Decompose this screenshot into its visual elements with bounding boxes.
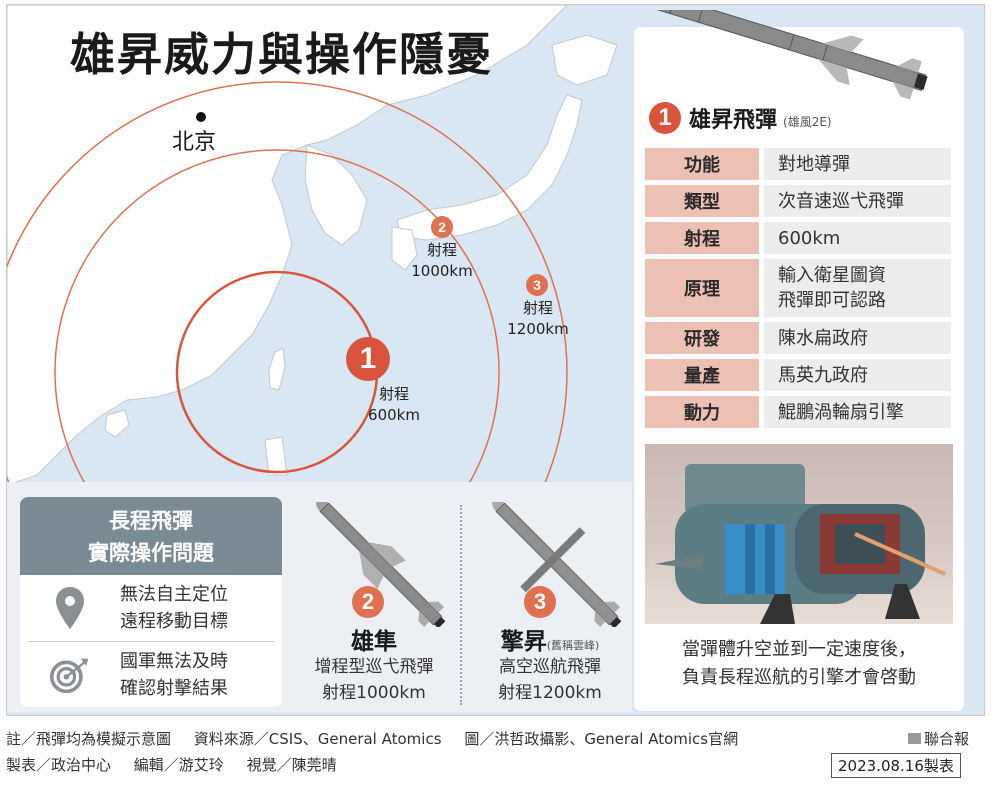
range-label-3: 射程 1200km: [507, 299, 569, 338]
japan-kyushu: [391, 226, 418, 271]
publisher-brand: 聯合報: [908, 728, 969, 749]
footer-credits-line-2: 製表／政治中心 編輯／游艾玲 視覺／陳莞晴: [6, 756, 337, 774]
engine-caption: 當彈體升空並到一定速度後， 負責長程巡航的引擎才會啓動: [682, 639, 916, 688]
spec-key: 功能: [645, 148, 759, 180]
korea-peninsula: [304, 144, 368, 246]
range-marker-2: 2: [431, 216, 453, 238]
taiwan-island: [268, 347, 286, 391]
spec-value: 對地導彈: [764, 148, 951, 180]
spec-row: 研發 陳水扁政府: [645, 322, 951, 354]
spec-row: 原理 輸入衛星圖資 飛彈即可認路: [645, 259, 951, 317]
spec-row: 類型 次音速巡弋飛彈: [645, 185, 951, 217]
range-marker-1: 1: [346, 337, 390, 381]
hainan-island: [104, 409, 130, 438]
missile-3-desc: 高空巡航飛彈 射程1200km: [498, 657, 602, 703]
operational-issues-box: 長程飛彈 實際操作問題 無法自主定位 遠程移動目標 國軍無法及時 確認射擊結果: [20, 497, 282, 707]
spec-row: 動力 鯤鵬渦輪扇引擎: [645, 396, 951, 428]
missile-3-illustration-icon: [492, 502, 622, 627]
missile-1-number-badge: 1: [649, 102, 681, 134]
missile-1-heading: 1 雄昇飛彈 (雄風2E): [649, 102, 832, 134]
missile-3-name: 擎昇(舊稱雲峰): [500, 629, 600, 655]
issue-text: 無法自主定位 遠程移動目標: [120, 584, 228, 632]
spec-key: 研發: [645, 322, 759, 354]
spec-value: 馬英九政府: [764, 359, 951, 391]
missile-3-number-badge: 3: [524, 586, 556, 618]
turbofan-engine-icon: [655, 464, 946, 624]
issues-heading: 長程飛彈 實際操作問題: [20, 497, 282, 575]
spec-value: 鯤鵬渦輪扇引擎: [764, 396, 951, 428]
target-icon: [50, 651, 90, 699]
china-landmass: [7, 5, 568, 486]
range-marker-3: 3: [526, 274, 548, 296]
range-label-1: 射程 600km: [368, 385, 420, 424]
spec-value: 600km: [764, 222, 951, 254]
divider: [460, 505, 462, 705]
missile-2-number-badge: 2: [352, 586, 384, 618]
brand-square-icon: [908, 733, 921, 744]
missile-1-spec-table: 功能 對地導彈 類型 次音速巡弋飛彈 射程 600km 原理 輸入衛星圖資 飛彈…: [645, 148, 951, 433]
beijing-marker-icon: [196, 112, 206, 122]
issue-item: 無法自主定位 遠程移動目標: [20, 575, 282, 641]
japan-hokkaido: [551, 34, 618, 86]
engine-photo: [645, 444, 953, 624]
issue-item: 國軍無法及時 確認射擊結果: [28, 641, 274, 707]
range-label-2: 射程 1000km: [411, 241, 473, 280]
spec-key: 原理: [645, 259, 759, 317]
spec-key: 射程: [645, 222, 759, 254]
missile-2-desc: 增程型巡弋飛彈 射程1000km: [314, 657, 434, 703]
luzon-island: [264, 436, 288, 476]
spec-value: 輸入衛星圖資 飛彈即可認路: [764, 259, 951, 317]
missile-1-illustration-icon: [643, 10, 928, 100]
spec-key: 類型: [645, 185, 759, 217]
japan-honshu: [396, 94, 583, 241]
footer-credits-line-1: 註／飛彈均為模擬示意圖 資料來源／CSIS、General Atomics 圖／…: [6, 730, 739, 748]
missile-2-illustration-icon: [316, 502, 446, 627]
page-title: 雄昇威力與操作隱憂: [70, 28, 494, 81]
issue-text: 國軍無法及時 確認射擊結果: [120, 650, 228, 699]
spec-row: 量產 馬英九政府: [645, 359, 951, 391]
beijing-label: 北京: [172, 130, 217, 155]
publish-date: 2023.08.16製表: [831, 753, 961, 778]
missile-2-name: 雄隼: [351, 629, 397, 655]
map-pin-icon: [50, 584, 90, 632]
missile-1-name: 雄昇飛彈: [689, 108, 778, 133]
missile-1-alias: (雄風2E): [783, 114, 832, 129]
spec-value: 次音速巡弋飛彈: [764, 185, 951, 217]
spec-row: 功能 對地導彈: [645, 148, 951, 180]
spec-row: 射程 600km: [645, 222, 951, 254]
spec-key: 動力: [645, 396, 759, 428]
spec-value: 陳水扁政府: [764, 322, 951, 354]
spec-key: 量產: [645, 359, 759, 391]
